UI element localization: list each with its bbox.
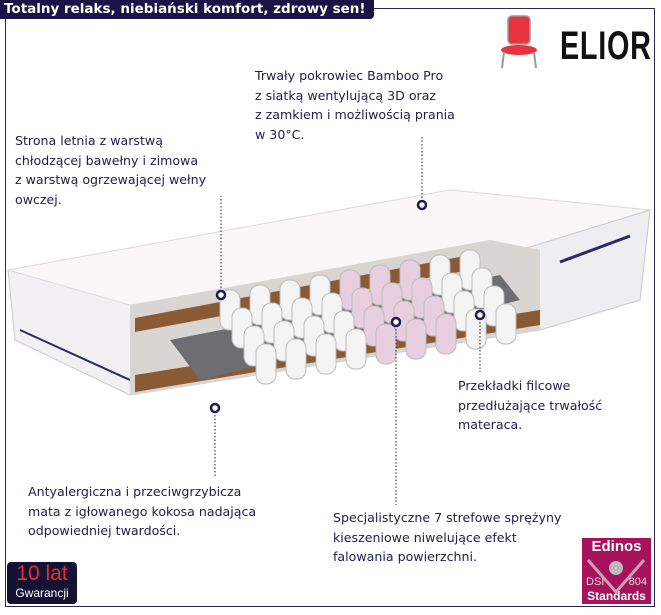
tagline-banner: Totalny relaks, niebiański komfort, zdro… bbox=[0, 0, 374, 19]
certificate-number: 804 bbox=[628, 576, 647, 588]
pocket-spring bbox=[345, 328, 367, 370]
annotation-felt: Przekładki filcowe przedłużające trwałoś… bbox=[458, 378, 603, 432]
certificate-standards: Standards bbox=[587, 589, 646, 603]
pocket-spring bbox=[375, 323, 397, 365]
warranty-years: 10 lat bbox=[16, 562, 68, 585]
certificate-v-icon bbox=[586, 559, 646, 595]
certificate-dsi: DSI bbox=[586, 576, 605, 588]
warranty-label: Gwarancji bbox=[15, 586, 69, 600]
annotation-sides: Strona letnia z warstwą chłodzącej baweł… bbox=[15, 133, 207, 207]
leader-lines bbox=[214, 135, 481, 505]
pocket-spring bbox=[315, 333, 337, 375]
pocket-spring bbox=[285, 338, 307, 380]
pocket-spring bbox=[435, 313, 457, 355]
marker-dots bbox=[209, 199, 486, 414]
warranty-badge: 10 lat Gwarancji bbox=[7, 562, 77, 604]
pocket-spring bbox=[495, 303, 517, 345]
pocket-spring bbox=[405, 318, 427, 360]
annotation-cover: Trwały pokrowiec Bamboo Pro z siatką wen… bbox=[255, 68, 455, 142]
certificate-title: Edinos bbox=[591, 538, 642, 555]
certificate-badge: Edinos DSI 804 Standards bbox=[582, 538, 651, 604]
red-chair-icon bbox=[501, 15, 537, 69]
brand-logo-text: ELIOR bbox=[560, 24, 652, 68]
annotation-coconut: Antyalergiczna i przeciwgrzybicza mata z… bbox=[28, 484, 257, 538]
mattress bbox=[7, 189, 651, 396]
springs bbox=[219, 249, 517, 385]
pocket-spring bbox=[255, 343, 277, 385]
annotation-springs: Specjalistyczne 7 strefowe sprężyny kies… bbox=[333, 510, 562, 564]
